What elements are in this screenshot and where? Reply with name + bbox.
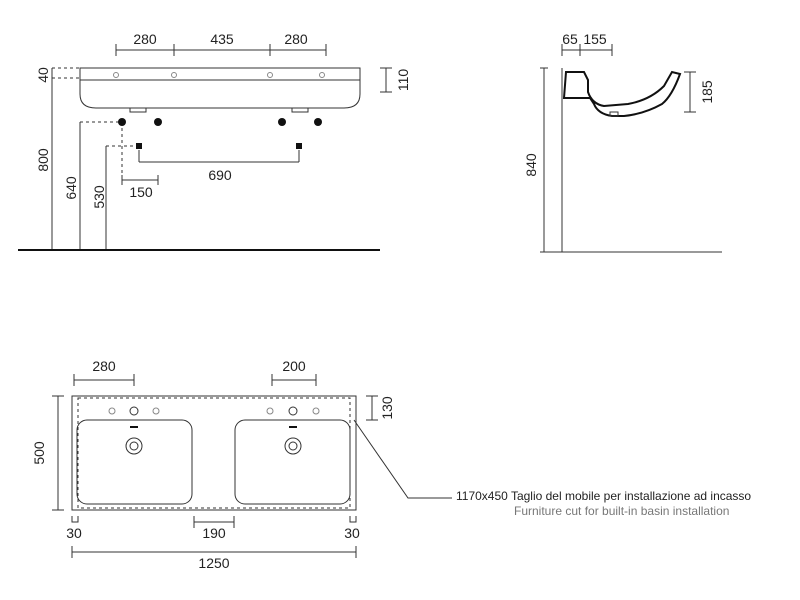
front-basin-outline bbox=[79, 67, 361, 109]
water-supply-left-icon bbox=[118, 118, 126, 126]
plan-dim-500: 500 bbox=[31, 441, 47, 465]
plan-dim-280: 280 bbox=[92, 358, 116, 374]
plan-dim-30-right: 30 bbox=[344, 525, 360, 541]
side-dim-155: 155 bbox=[583, 31, 607, 47]
front-view: 280 435 280 110 40 800 640 530 bbox=[18, 31, 411, 251]
plan-bowl-left bbox=[76, 419, 193, 505]
plan-dim-200: 200 bbox=[282, 358, 306, 374]
front-dim-150: 150 bbox=[129, 184, 153, 200]
water-supply-left2-icon bbox=[154, 118, 162, 126]
side-view: 65 155 840 185 bbox=[523, 31, 722, 253]
front-dim-280-left: 280 bbox=[133, 31, 157, 47]
side-basin-profile bbox=[562, 70, 682, 117]
drain-left-icon bbox=[125, 437, 143, 455]
plan-dim-130: 130 bbox=[379, 396, 395, 420]
front-dim-280-right: 280 bbox=[284, 31, 308, 47]
plan-dim-1250: 1250 bbox=[198, 555, 229, 571]
front-dim-690: 690 bbox=[208, 167, 232, 183]
side-dim-840: 840 bbox=[523, 153, 539, 177]
cut-note-english: Furniture cut for built-in basin install… bbox=[514, 504, 729, 518]
side-dim-65: 65 bbox=[562, 31, 578, 47]
front-dim-800: 800 bbox=[35, 148, 51, 172]
front-dim-640: 640 bbox=[63, 176, 79, 200]
side-dim-185: 185 bbox=[699, 80, 715, 104]
plan-view: 280 200 500 130 bbox=[31, 358, 751, 571]
cut-note-italian: 1170x450 Taglio del mobile per installaz… bbox=[456, 489, 751, 503]
front-dim-530: 530 bbox=[91, 185, 107, 209]
water-supply-right-icon bbox=[278, 118, 286, 126]
waste-pipe-left-icon bbox=[136, 143, 142, 149]
front-dim-110: 110 bbox=[395, 69, 411, 92]
drain-right-icon bbox=[284, 437, 302, 455]
plan-dim-190: 190 bbox=[202, 525, 226, 541]
front-dim-40: 40 bbox=[35, 67, 51, 83]
water-supply-right2-icon bbox=[314, 118, 322, 126]
plan-bowl-right bbox=[234, 419, 351, 505]
plan-dim-30-left: 30 bbox=[66, 525, 82, 541]
front-dim-435: 435 bbox=[210, 31, 234, 47]
waste-pipe-right-icon bbox=[296, 143, 302, 149]
plan-basin-outline bbox=[71, 395, 357, 511]
